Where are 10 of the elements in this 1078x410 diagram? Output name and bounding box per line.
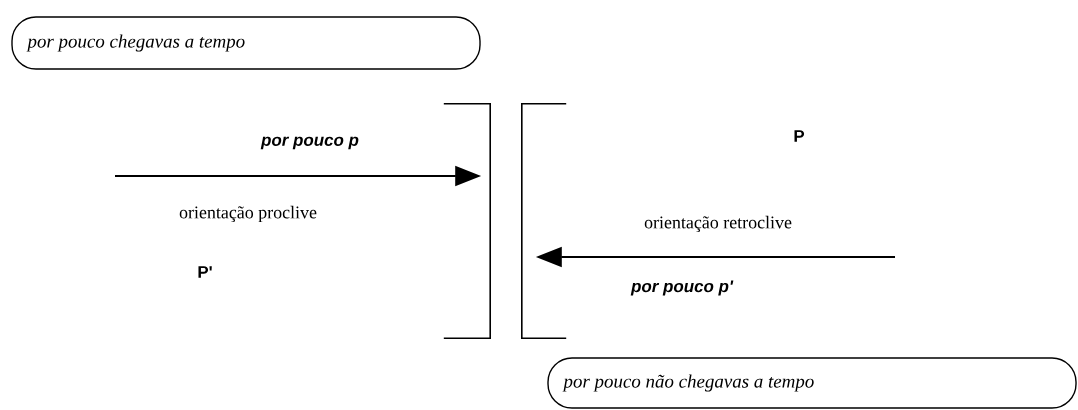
text-label: por pouco p' bbox=[630, 280, 734, 296]
text-label: por pouco p bbox=[260, 136, 359, 150]
text-label: P bbox=[794, 130, 805, 142]
rounded-label-box: por pouco chegavas a tempo bbox=[11, 16, 481, 70]
rounded-label-box: por pouco não chegavas a tempo bbox=[547, 357, 1077, 409]
text-label: orientação proclive bbox=[179, 205, 317, 223]
bracket bbox=[521, 103, 567, 339]
bracket bbox=[443, 103, 491, 339]
text-label: orientação retroclive bbox=[644, 215, 792, 233]
text-label: P' bbox=[198, 266, 212, 278]
